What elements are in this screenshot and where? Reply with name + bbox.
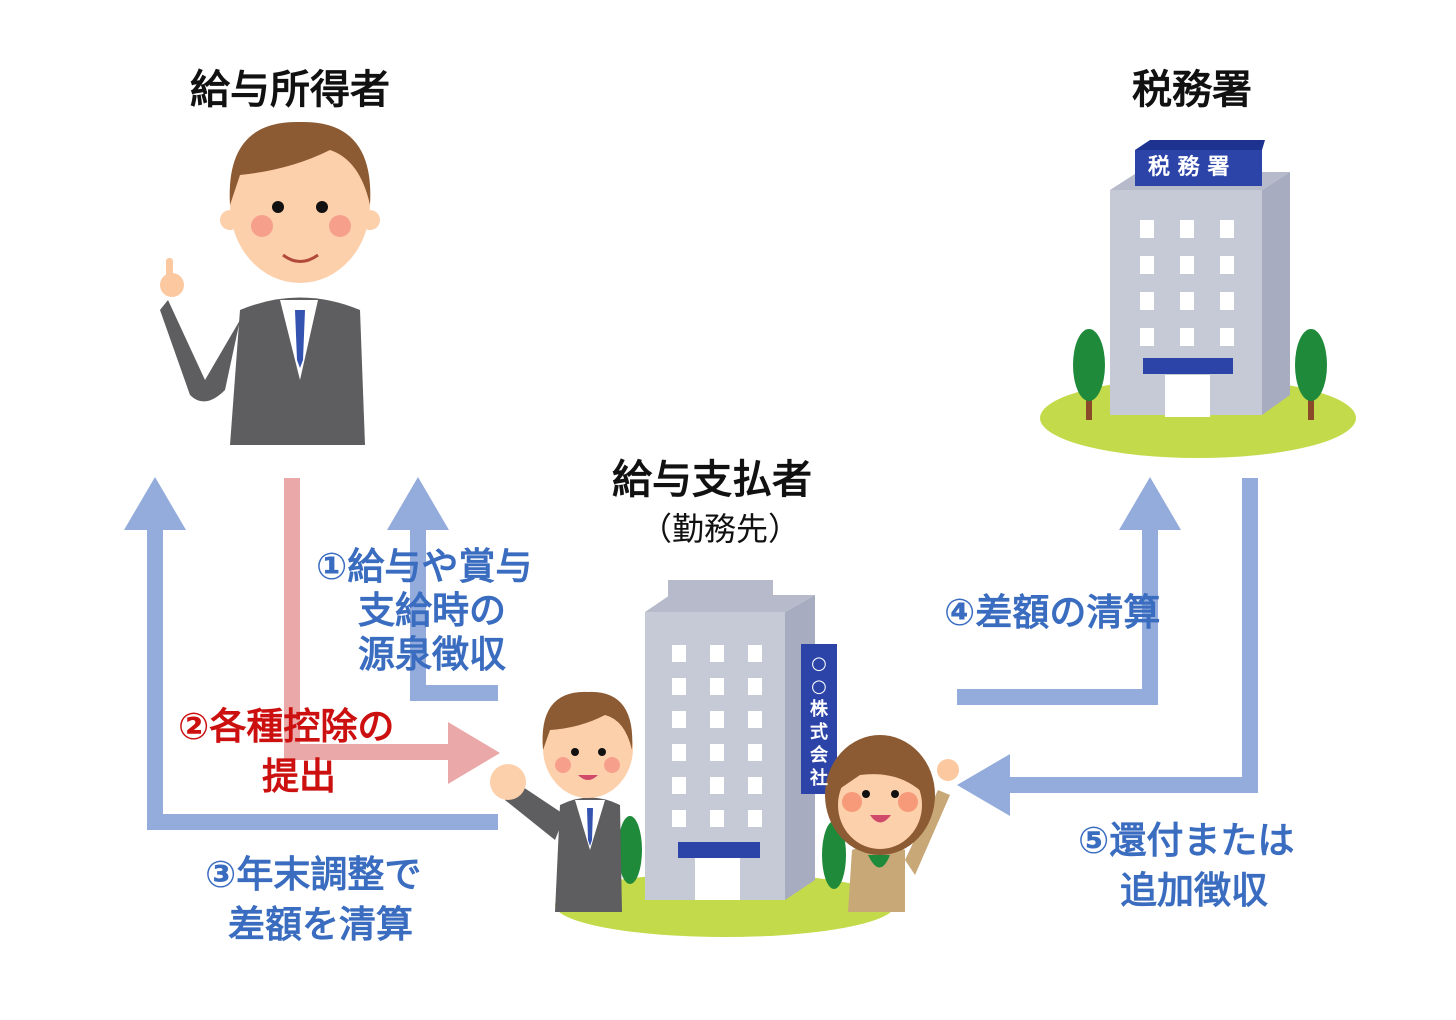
- arrow-step2: [284, 478, 452, 760]
- step5-line2: 追加徴収: [1120, 869, 1268, 912]
- arrow-step3: [147, 525, 498, 830]
- employee-illustration: [160, 121, 380, 445]
- payer-subtitle: （勤務先）: [640, 510, 801, 548]
- company-sign: ○○株式会社: [810, 653, 828, 789]
- arrowhead-step4: [1119, 477, 1181, 530]
- tax-office-illustration: [1040, 140, 1356, 458]
- tax-office-title: 税務署: [1132, 67, 1252, 113]
- tax-office-sign: 税 務 署: [1148, 155, 1230, 180]
- arrowhead-step3: [124, 477, 186, 530]
- arrow-step1: [410, 525, 498, 701]
- step1-line3: 源泉徴収: [358, 633, 506, 676]
- step2-line1: ②各種控除の: [178, 705, 395, 748]
- step5-line1: ⑤還付または: [1078, 819, 1295, 862]
- payer-man-illustration: [490, 691, 633, 912]
- arrow-step4: [957, 525, 1158, 705]
- arrow-step5: [1005, 478, 1258, 793]
- employee-title: 給与所得者: [190, 67, 390, 113]
- company-illustration: [555, 580, 895, 937]
- arrowhead-step1: [387, 477, 449, 530]
- step1-line2: 支給時の: [358, 589, 506, 632]
- step1-line1: ①給与や賞与: [316, 545, 533, 588]
- step2-line2: 提出: [262, 755, 336, 798]
- step3-line1: ③年末調整で: [205, 853, 422, 896]
- payer-title: 給与支払者: [612, 457, 812, 503]
- arrowhead-step5: [957, 754, 1010, 816]
- step3-line2: 差額を清算: [228, 903, 413, 946]
- arrowhead-step2: [448, 722, 500, 784]
- step4-label: ④差額の清算: [944, 591, 1161, 634]
- payer-woman-illustration: [825, 735, 959, 912]
